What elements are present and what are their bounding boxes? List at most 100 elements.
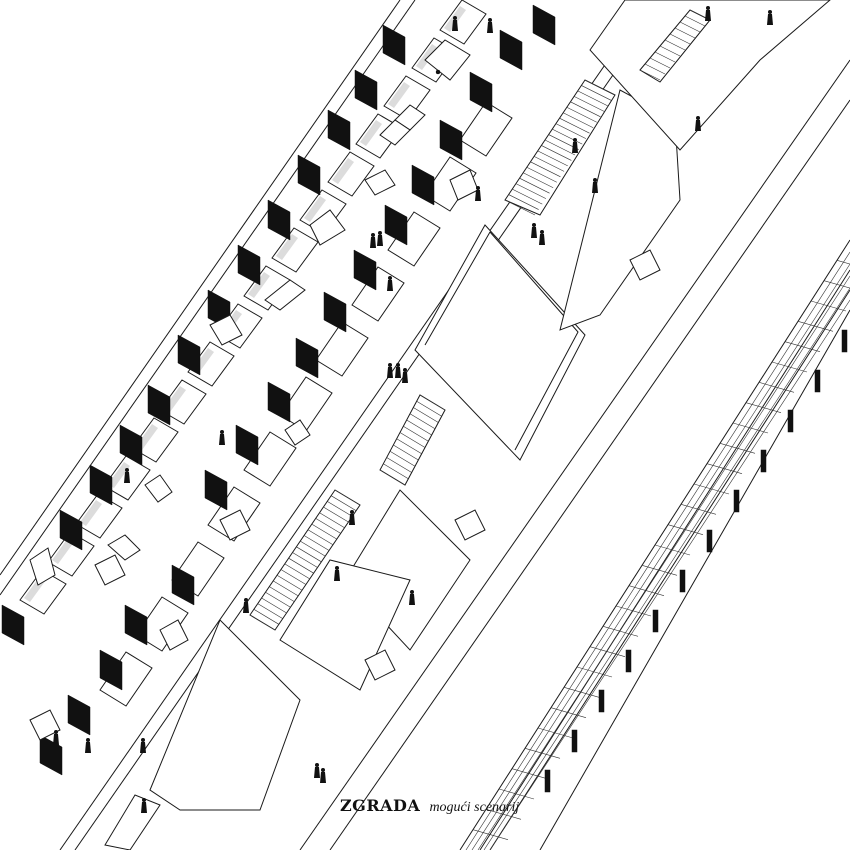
furniture	[29, 39, 661, 741]
black-screen-panel	[382, 24, 406, 66]
black-screen-panel	[327, 109, 351, 151]
cubicle-shadow	[248, 272, 270, 298]
black-screen-panel	[499, 29, 523, 71]
person-figure	[349, 510, 355, 525]
cubicle	[423, 156, 477, 212]
black-screen-panel	[89, 464, 113, 506]
person-figure	[695, 116, 701, 131]
person-figure	[314, 763, 320, 778]
staircase-lower	[249, 489, 361, 631]
black-screen-panel	[384, 204, 408, 246]
black-screen-panel	[177, 334, 201, 376]
person-figure	[475, 186, 481, 201]
person-figure	[402, 368, 408, 383]
caption-title: ZGRADA	[340, 796, 421, 815]
black-screen-panel	[119, 424, 143, 466]
caption-subtitle: mogući scenarij	[429, 800, 520, 815]
person-figure	[140, 738, 146, 753]
person-figure	[531, 223, 537, 238]
black-screen-panel	[171, 564, 195, 606]
person-figure	[592, 178, 598, 193]
person-figure	[487, 18, 493, 33]
facade-column	[733, 489, 740, 513]
person-figure	[320, 768, 326, 783]
black-screen-panel	[59, 509, 83, 551]
cubicle-shadow	[80, 500, 102, 526]
cubicle	[159, 379, 207, 425]
facade-column	[625, 649, 632, 673]
cubicle	[315, 321, 369, 377]
person-figure	[387, 363, 393, 378]
facade-column	[652, 609, 659, 633]
black-screen-panel	[267, 199, 291, 241]
black-screen-panel	[204, 469, 228, 511]
black-screen-panel	[124, 604, 148, 646]
black-screen-panel	[267, 381, 291, 423]
person-figure	[767, 10, 773, 25]
staircase-middle	[379, 394, 446, 486]
person-figure	[370, 233, 376, 248]
cubicle	[327, 151, 375, 197]
black-screen-panel	[235, 424, 259, 466]
black-screen-panel	[1, 604, 25, 646]
black-screen-panel	[323, 291, 347, 333]
black-screen-panel	[295, 337, 319, 379]
people-figures	[53, 6, 773, 813]
black-screen-panel	[237, 244, 261, 286]
cubicle-shadow	[332, 158, 354, 184]
partition-screens	[1, 4, 556, 776]
black-screen-panel	[147, 384, 171, 426]
person-figure	[395, 363, 401, 378]
curtain-wall-facade	[459, 239, 850, 850]
person-figure	[409, 590, 415, 605]
facade-column	[787, 409, 794, 433]
black-screen-panel	[39, 734, 63, 776]
facade-columns	[544, 329, 848, 793]
black-screen-panel	[99, 649, 123, 691]
atrium-openings	[149, 0, 831, 811]
person-figure	[53, 730, 59, 745]
cubicle-shadow	[360, 120, 382, 146]
facade-column	[679, 569, 686, 593]
person-figure	[219, 430, 225, 445]
facade-column	[598, 689, 605, 713]
cubicle	[47, 531, 95, 577]
black-screen-panel	[439, 119, 463, 161]
staircase-bottom	[104, 794, 161, 850]
black-screen-panel	[532, 4, 556, 46]
cubicle	[271, 227, 319, 273]
person-figure	[334, 566, 340, 581]
black-screen-panel	[354, 69, 378, 111]
cubicle	[439, 0, 487, 45]
black-screen-panel	[297, 154, 321, 196]
cubicle-shadow	[276, 234, 298, 260]
black-screen-panel	[411, 164, 435, 206]
cubicle-shadow	[416, 44, 438, 70]
person-figure	[85, 738, 91, 753]
facade-column	[571, 729, 578, 753]
cubicle-shadow	[304, 196, 326, 222]
person-figure	[572, 138, 578, 153]
person-figure	[705, 6, 711, 21]
person-figure	[387, 276, 393, 291]
black-screen-panel	[469, 71, 493, 113]
black-screen-panel	[353, 249, 377, 291]
cubicle	[19, 569, 67, 615]
cubicle	[131, 417, 179, 463]
drawing-caption: ZGRADA mogući scenarij	[340, 796, 519, 816]
cubicle-shadow	[52, 538, 74, 564]
person-figure	[452, 16, 458, 31]
facade-column	[814, 369, 821, 393]
facade-column	[706, 529, 713, 553]
black-screen-panel	[67, 694, 91, 736]
facade-column	[841, 329, 848, 353]
person-figure	[141, 798, 147, 813]
person-figure	[377, 231, 383, 246]
cubicle	[135, 596, 189, 652]
staircase-top	[639, 9, 711, 83]
cubicle	[75, 493, 123, 539]
facade-column	[544, 769, 551, 793]
person-figure	[539, 230, 545, 245]
person-figure	[243, 598, 249, 613]
